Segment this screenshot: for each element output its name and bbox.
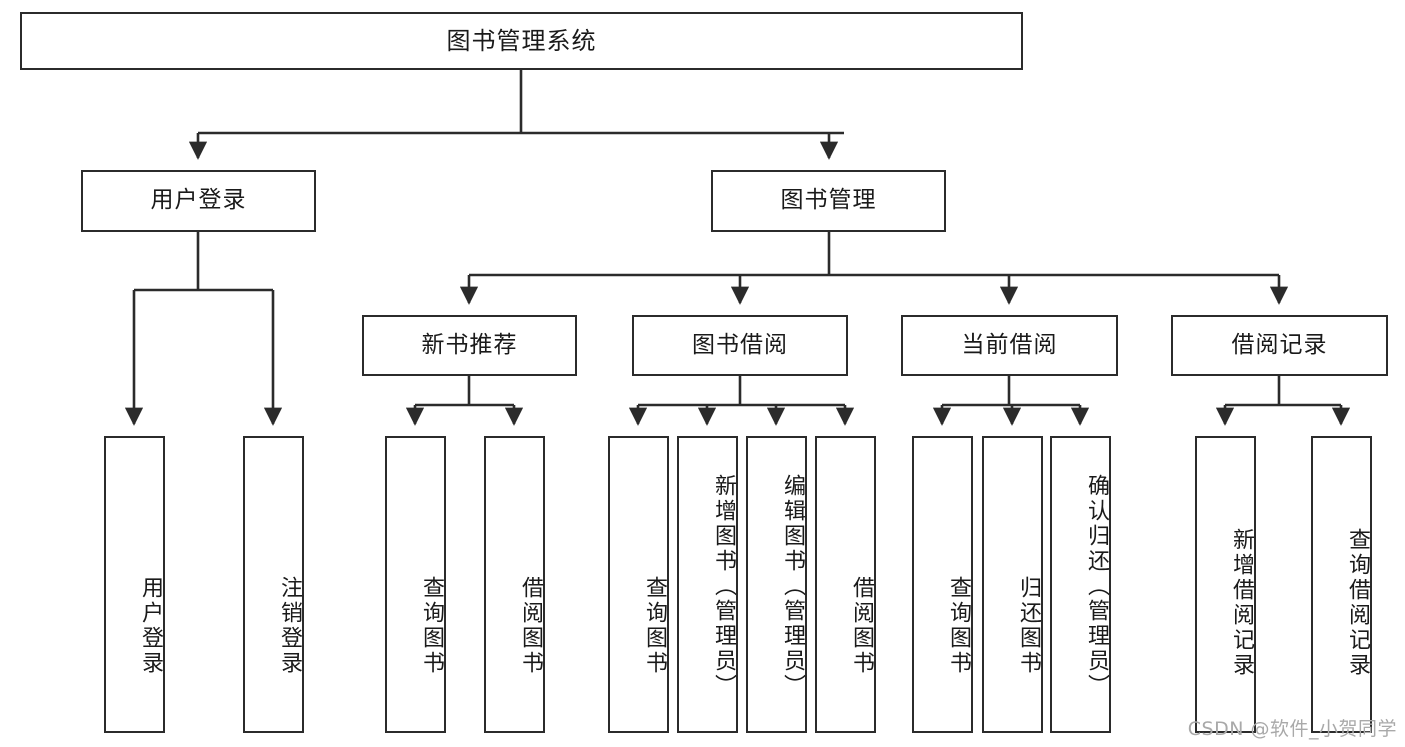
node-leaf-add-borrow-record-label: 新增借阅记录 bbox=[1229, 527, 1254, 678]
node-leaf-edit-book-label: 编辑图书（管理员） bbox=[780, 474, 805, 699]
node-leaf-query-book-current-label: 查询图书 bbox=[946, 575, 971, 676]
node-leaf-query-book-recommend[interactable]: 查询图书 bbox=[385, 436, 446, 733]
node-leaf-return-book-label: 归还图书 bbox=[1016, 575, 1041, 676]
node-current-borrow[interactable]: 当前借阅 bbox=[901, 315, 1118, 376]
node-leaf-borrow-book-recommend-label: 借阅图书 bbox=[518, 575, 543, 676]
node-leaf-return-book[interactable]: 归还图书 bbox=[982, 436, 1043, 733]
node-leaf-query-book-current[interactable]: 查询图书 bbox=[912, 436, 973, 733]
node-user-login-label: 用户登录 bbox=[150, 187, 247, 214]
node-leaf-query-book-recommend-label: 查询图书 bbox=[419, 575, 444, 676]
node-root-system[interactable]: 图书管理系统 bbox=[20, 12, 1023, 70]
node-leaf-borrow-book-label: 借阅图书 bbox=[849, 575, 874, 676]
node-leaf-user-login[interactable]: 用户登录 bbox=[104, 436, 165, 733]
node-root-label: 图书管理系统 bbox=[446, 26, 597, 55]
node-leaf-query-borrow-record-label: 查询借阅记录 bbox=[1345, 527, 1370, 678]
node-book-borrow-label: 图书借阅 bbox=[692, 331, 788, 358]
node-book-manage-label: 图书管理 bbox=[780, 187, 877, 214]
csdn-watermark: CSDN @软件_小贺同学 bbox=[1187, 718, 1397, 740]
node-leaf-add-book-label: 新增图书（管理员） bbox=[711, 474, 736, 699]
node-leaf-query-book-borrow[interactable]: 查询图书 bbox=[608, 436, 669, 733]
node-leaf-user-logout[interactable]: 注销登录 bbox=[243, 436, 304, 733]
node-new-book-recommend[interactable]: 新书推荐 bbox=[362, 315, 577, 376]
node-borrow-record-label: 借阅记录 bbox=[1231, 331, 1328, 358]
node-leaf-add-borrow-record[interactable]: 新增借阅记录 bbox=[1195, 436, 1256, 733]
node-leaf-user-login-label: 用户登录 bbox=[138, 575, 163, 676]
node-leaf-confirm-return[interactable]: 确认归还（管理员） bbox=[1050, 436, 1111, 733]
node-leaf-query-book-borrow-label: 查询图书 bbox=[642, 575, 667, 676]
node-user-login[interactable]: 用户登录 bbox=[81, 170, 316, 232]
node-borrow-record[interactable]: 借阅记录 bbox=[1171, 315, 1388, 376]
node-new-book-recommend-label: 新书推荐 bbox=[421, 331, 518, 358]
node-leaf-edit-book[interactable]: 编辑图书（管理员） bbox=[746, 436, 807, 733]
node-book-manage[interactable]: 图书管理 bbox=[711, 170, 946, 232]
node-leaf-confirm-return-label: 确认归还（管理员） bbox=[1084, 474, 1109, 699]
node-leaf-borrow-book-recommend[interactable]: 借阅图书 bbox=[484, 436, 545, 733]
node-leaf-add-book[interactable]: 新增图书（管理员） bbox=[677, 436, 738, 733]
node-leaf-user-logout-label: 注销登录 bbox=[277, 575, 302, 676]
node-leaf-borrow-book[interactable]: 借阅图书 bbox=[815, 436, 876, 733]
node-leaf-query-borrow-record[interactable]: 查询借阅记录 bbox=[1311, 436, 1372, 733]
node-current-borrow-label: 当前借阅 bbox=[961, 331, 1058, 358]
node-book-borrow[interactable]: 图书借阅 bbox=[632, 315, 848, 376]
